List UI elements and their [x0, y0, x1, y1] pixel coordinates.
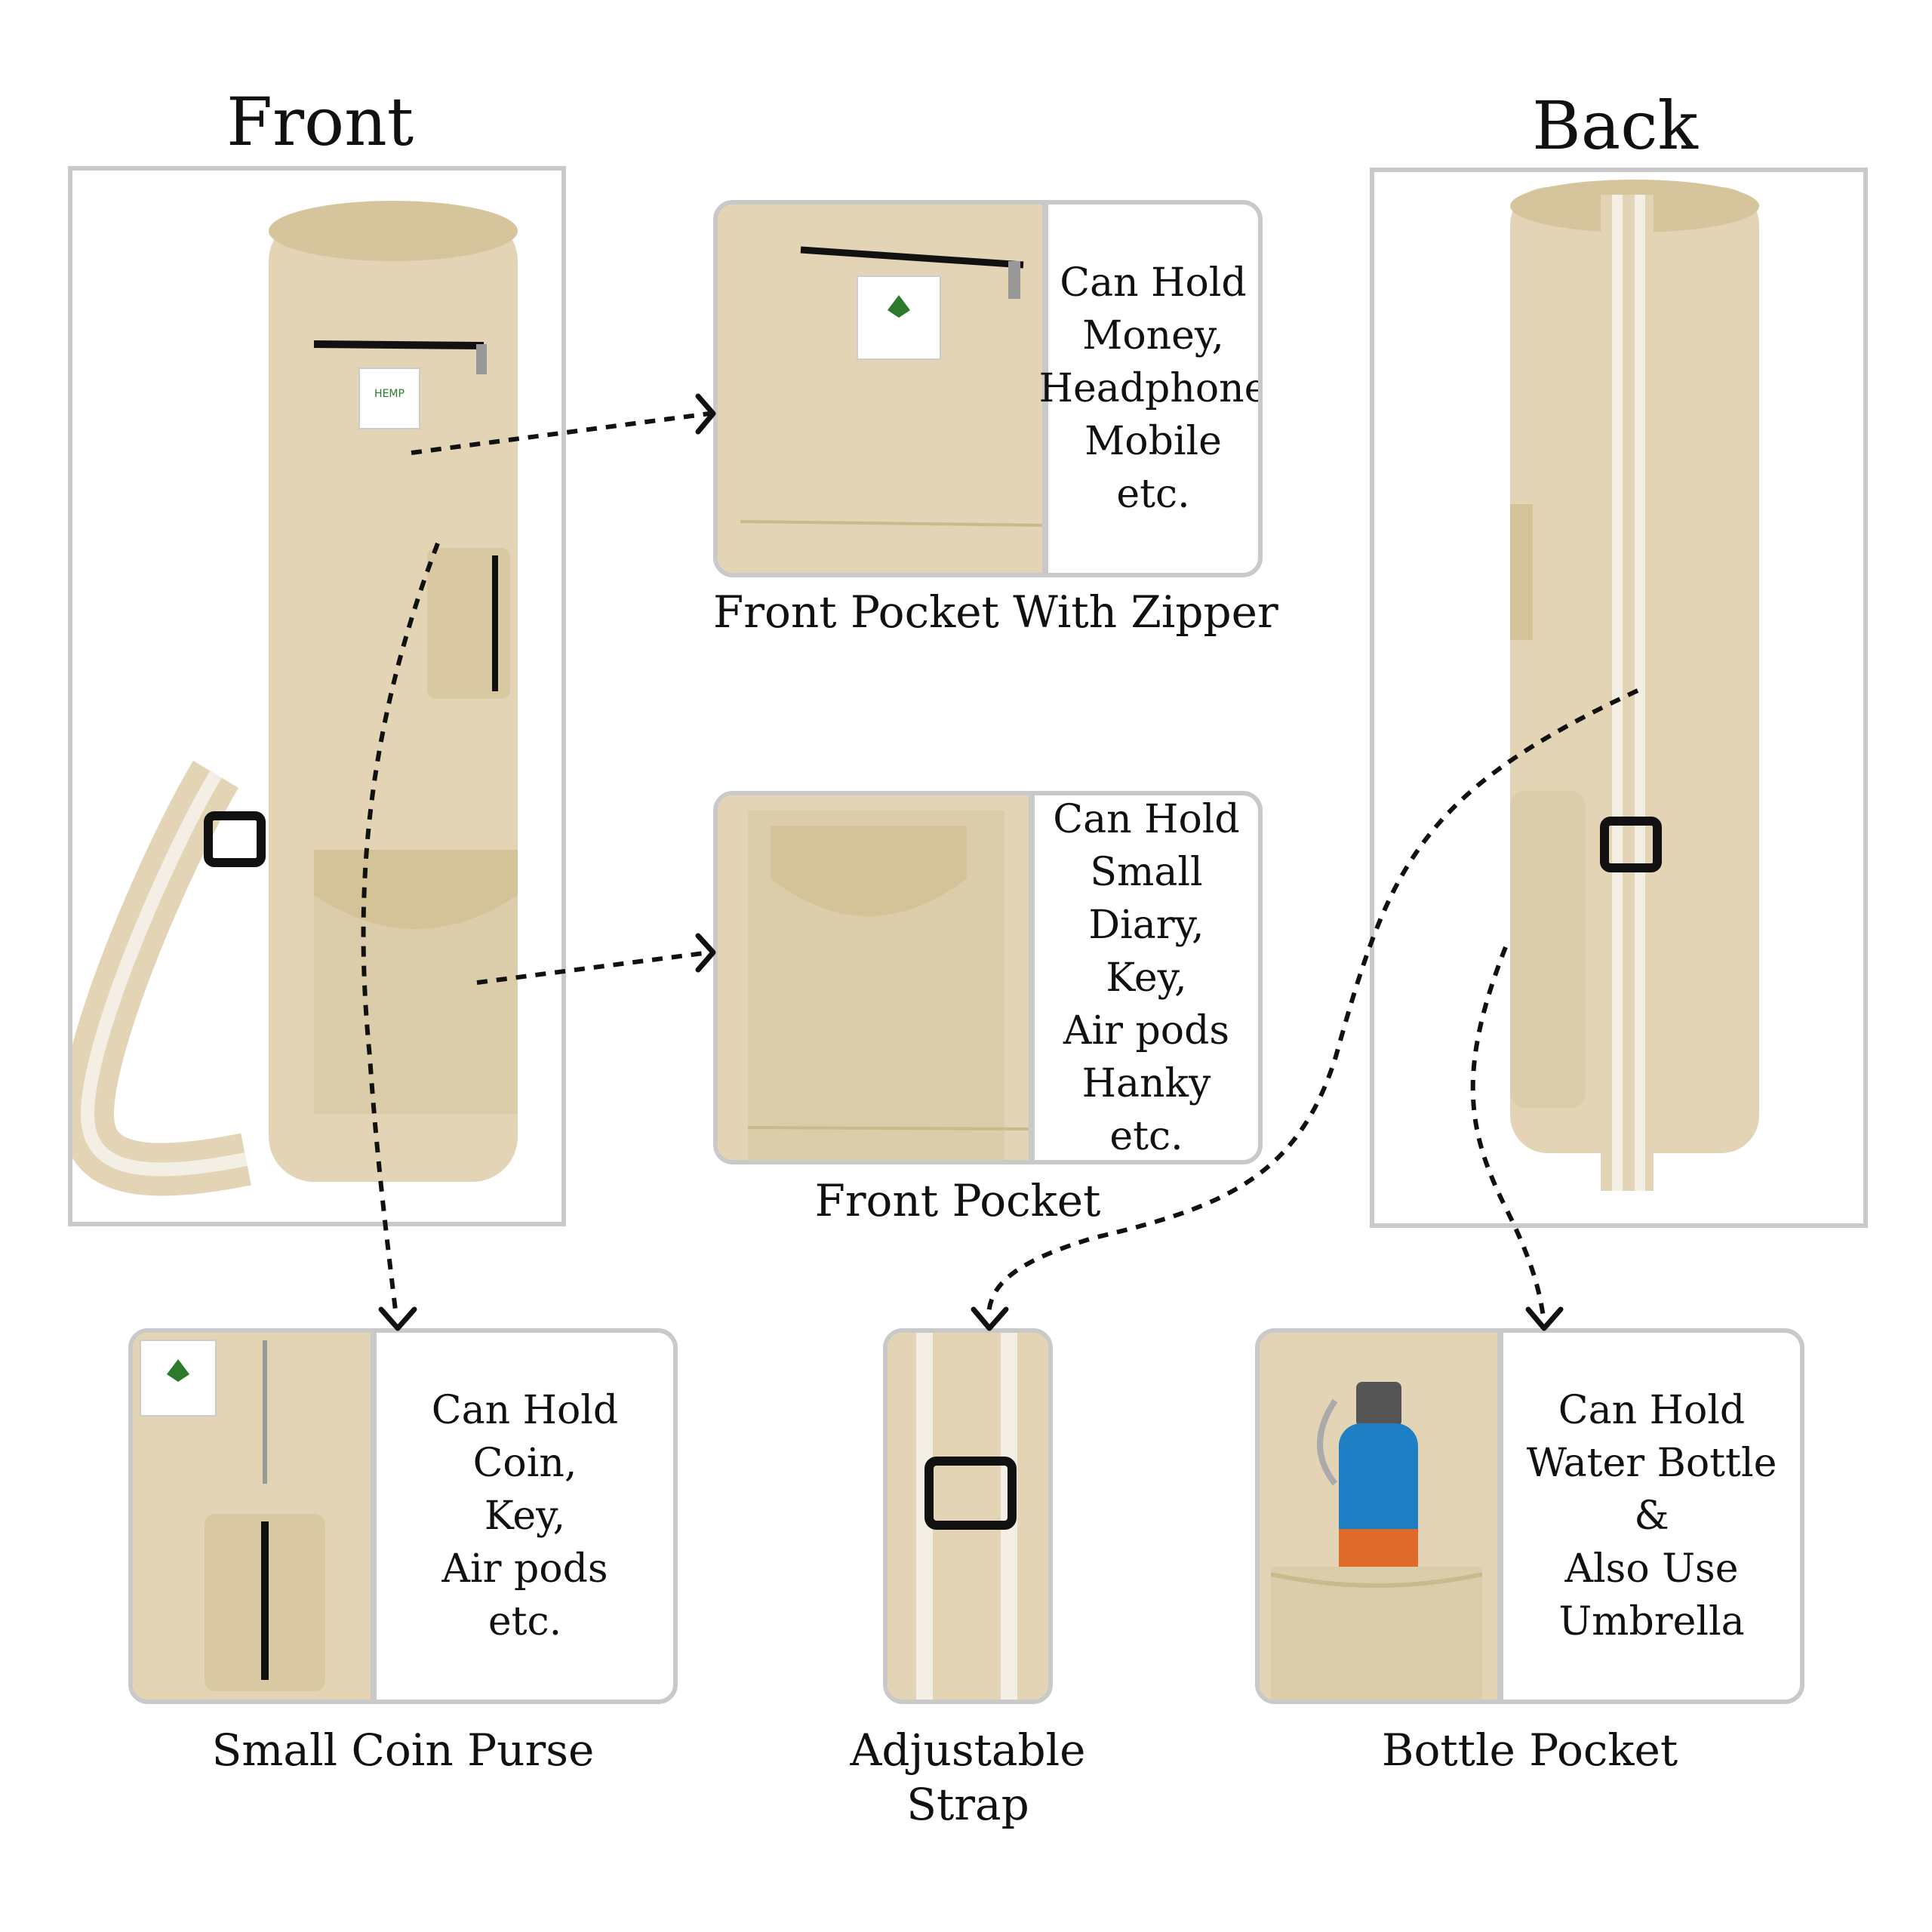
coin-purse-caption: Small Coin Purse: [211, 1724, 595, 1776]
info-line: Mobile: [1084, 419, 1222, 464]
strap-photo: [888, 1333, 1048, 1700]
zipper-pocket-info: Can Hold Money, Headphone Mobile etc.: [1039, 205, 1258, 573]
arrowhead-icon: [695, 393, 716, 435]
info-line: Air pods: [441, 1546, 608, 1592]
info-line: Can Hold: [431, 1388, 619, 1433]
info-line: Can Hold: [1053, 796, 1240, 842]
strap-card: [883, 1328, 1053, 1704]
info-line: Can Hold: [1558, 1388, 1746, 1433]
zipper-pocket-photo: [718, 205, 1048, 573]
back-view-frame: [1370, 168, 1868, 1228]
zipper-pocket-card: Can Hold Money, Headphone Mobile etc.: [713, 200, 1263, 577]
arrowhead-icon: [1525, 1306, 1564, 1331]
front-bag-illustration: HEMP: [72, 201, 518, 1196]
info-line: etc.: [488, 1599, 562, 1644]
coin-purse-card: Can Hold Coin, Key, Air pods etc.: [128, 1328, 678, 1704]
front-pocket-caption: Front Pocket: [814, 1175, 1101, 1226]
strap-buckle-detail-icon: [924, 1457, 1017, 1530]
info-line: Water Bottle: [1526, 1441, 1777, 1486]
coin-purse-info: Can Hold Coin, Key, Air pods etc.: [377, 1333, 673, 1700]
info-line: &: [1634, 1494, 1669, 1539]
info-line: Small Diary,: [1088, 849, 1204, 948]
bottle-pocket-caption: Bottle Pocket: [1381, 1724, 1678, 1776]
info-line: Also Use: [1564, 1546, 1739, 1592]
bottle-pocket-photo: [1260, 1333, 1503, 1700]
arrowhead-icon: [695, 933, 716, 973]
info-line: Headphone: [1038, 366, 1263, 411]
info-line: Umbrella: [1558, 1599, 1745, 1644]
bottle-pocket-info: Can Hold Water Bottle & Also Use Umbrell…: [1503, 1333, 1800, 1700]
bottle-pocket-card: Can Hold Water Bottle & Also Use Umbrell…: [1255, 1328, 1804, 1704]
strap-caption: Adjustable Strap: [823, 1723, 1113, 1832]
front-heading: Front: [226, 83, 414, 161]
arrowhead-icon: [971, 1306, 1009, 1331]
bottle-cap-icon: [1356, 1382, 1401, 1427]
info-line: Key,: [1106, 955, 1187, 1001]
arrowhead-icon: [378, 1306, 417, 1331]
info-line: etc.: [1116, 472, 1190, 517]
info-line: Key,: [484, 1494, 566, 1539]
strap-caption-line1: Adjustable: [850, 1724, 1086, 1776]
hemp-label: [358, 368, 420, 429]
info-line: Can Hold: [1060, 260, 1247, 306]
front-pocket-card: Can Hold Small Diary, Key, Air pods Hank…: [713, 791, 1263, 1164]
front-pocket-photo: [718, 795, 1035, 1160]
strap-buckle-icon: [204, 811, 266, 867]
back-heading: Back: [1532, 87, 1698, 165]
info-line: Hanky: [1081, 1060, 1211, 1106]
info-line: etc.: [1109, 1113, 1183, 1159]
coin-purse-photo: [133, 1333, 377, 1700]
info-line: Money,: [1082, 313, 1224, 358]
zipper-pocket-caption: Front Pocket With Zipper: [713, 586, 1278, 638]
strap-caption-line2: Strap: [906, 1779, 1029, 1830]
back-bag-illustration: [1510, 180, 1759, 1191]
info-line: Coin,: [472, 1441, 577, 1486]
info-line: Air pods: [1063, 1008, 1230, 1054]
front-pocket-info: Can Hold Small Diary, Key, Air pods Hank…: [1035, 795, 1258, 1160]
front-view-frame: HEMP: [68, 166, 566, 1226]
svg-text:HEMP: HEMP: [374, 388, 405, 400]
